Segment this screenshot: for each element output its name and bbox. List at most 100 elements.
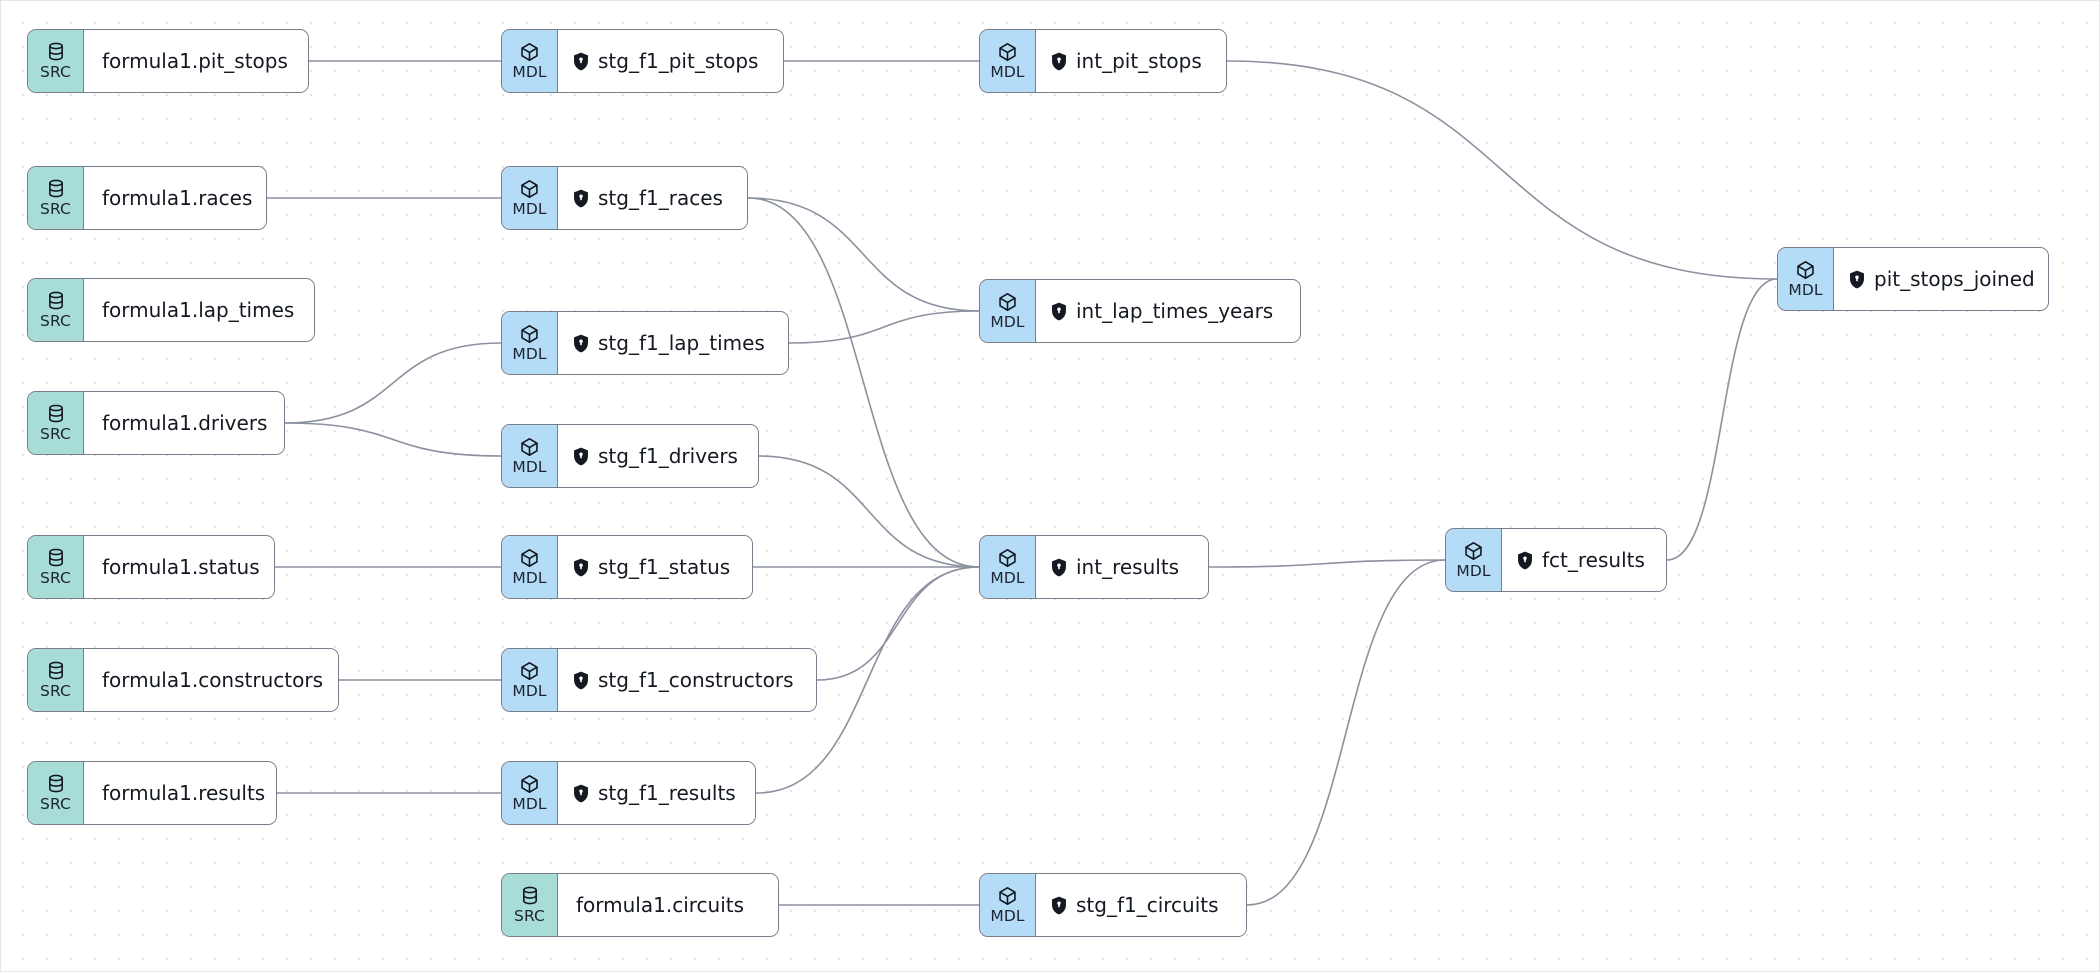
- graph-node-src_pit_stops[interactable]: SRC formula1.pit_stops: [27, 29, 309, 93]
- node-label: stg_f1_races: [598, 186, 723, 210]
- node-type-badge-mdl: MDL: [502, 536, 558, 598]
- cube-icon: [519, 660, 540, 682]
- node-type-badge-mdl: MDL: [980, 30, 1036, 92]
- graph-node-stg_races[interactable]: MDL stg_f1_races: [501, 166, 748, 230]
- graph-node-src_circuits[interactable]: SRC formula1.circuits: [501, 873, 779, 937]
- cube-icon: [519, 773, 540, 795]
- graph-node-int_pit_stops[interactable]: MDL int_pit_stops: [979, 29, 1227, 93]
- node-type-badge-src: SRC: [28, 536, 84, 598]
- node-label: pit_stops_joined: [1874, 267, 2035, 291]
- graph-node-pit_stops_joined[interactable]: MDL pit_stops_joined: [1777, 247, 2049, 311]
- graph-node-src_drivers[interactable]: SRC formula1.drivers: [27, 391, 285, 455]
- node-body: formula1.lap_times: [84, 279, 314, 341]
- node-type-badge-mdl: MDL: [502, 167, 558, 229]
- node-type-label: MDL: [990, 569, 1025, 588]
- graph-node-src_status[interactable]: SRC formula1.status: [27, 535, 275, 599]
- shield-icon: [573, 52, 589, 71]
- shield-icon: [573, 671, 589, 690]
- node-body: int_results: [1036, 536, 1208, 598]
- database-icon: [46, 547, 66, 569]
- shield-icon: [1849, 270, 1865, 289]
- node-type-label: SRC: [40, 200, 71, 219]
- node-type-badge-mdl: MDL: [502, 649, 558, 711]
- shield-icon: [573, 784, 589, 803]
- node-body: formula1.pit_stops: [84, 30, 308, 92]
- node-type-badge-mdl: MDL: [502, 425, 558, 487]
- node-type-label: MDL: [512, 569, 547, 588]
- cube-icon: [997, 291, 1018, 313]
- node-type-badge-src: SRC: [28, 392, 84, 454]
- node-label: stg_f1_drivers: [598, 444, 738, 468]
- node-body: int_pit_stops: [1036, 30, 1226, 92]
- node-body: pit_stops_joined: [1834, 248, 2048, 310]
- database-icon: [520, 885, 540, 907]
- node-body: formula1.races: [84, 167, 266, 229]
- node-type-badge-mdl: MDL: [1778, 248, 1834, 310]
- shield-icon: [1051, 558, 1067, 577]
- lineage-edge-stg_lap_times-to-int_lap_times_years: [788, 310, 980, 344]
- node-label: fct_results: [1542, 548, 1645, 572]
- node-type-label: MDL: [990, 63, 1025, 82]
- node-type-label: SRC: [40, 569, 71, 588]
- node-body: stg_f1_pit_stops: [558, 30, 783, 92]
- shield-icon: [1051, 302, 1067, 321]
- node-body: formula1.circuits: [558, 874, 778, 936]
- node-label: formula1.status: [102, 555, 260, 579]
- node-label: formula1.drivers: [102, 411, 268, 435]
- database-icon: [46, 403, 66, 425]
- node-type-badge-src: SRC: [28, 762, 84, 824]
- lineage-edge-stg_races-to-int_lap_times_years: [747, 197, 980, 312]
- graph-node-src_lap_times[interactable]: SRC formula1.lap_times: [27, 278, 315, 342]
- node-type-label: MDL: [512, 200, 547, 219]
- cube-icon: [519, 436, 540, 458]
- shield-icon: [573, 189, 589, 208]
- node-label: formula1.lap_times: [102, 298, 295, 322]
- node-type-badge-mdl: MDL: [502, 762, 558, 824]
- graph-node-stg_status[interactable]: MDL stg_f1_status: [501, 535, 753, 599]
- node-type-label: SRC: [40, 795, 71, 814]
- node-body: formula1.drivers: [84, 392, 284, 454]
- node-type-badge-src: SRC: [28, 167, 84, 229]
- graph-node-src_races[interactable]: SRC formula1.races: [27, 166, 267, 230]
- database-icon: [46, 660, 66, 682]
- node-label: int_pit_stops: [1076, 49, 1202, 73]
- node-type-badge-mdl: MDL: [502, 30, 558, 92]
- node-type-badge-src: SRC: [28, 279, 84, 341]
- node-type-label: SRC: [40, 312, 71, 331]
- node-type-label: SRC: [40, 63, 71, 82]
- shield-icon: [1517, 551, 1533, 570]
- node-label: formula1.pit_stops: [102, 49, 288, 73]
- cube-icon: [997, 41, 1018, 63]
- node-label: stg_f1_results: [598, 781, 736, 805]
- node-body: stg_f1_lap_times: [558, 312, 788, 374]
- node-body: fct_results: [1502, 529, 1666, 591]
- cube-icon: [997, 885, 1018, 907]
- node-body: stg_f1_status: [558, 536, 752, 598]
- node-type-label: SRC: [514, 907, 545, 926]
- node-label: int_lap_times_years: [1076, 299, 1274, 323]
- graph-node-int_results[interactable]: MDL int_results: [979, 535, 1209, 599]
- shield-icon: [573, 558, 589, 577]
- database-icon: [46, 178, 66, 200]
- lineage-edge-int_results-to-fct_results: [1208, 559, 1446, 568]
- shield-icon: [573, 334, 589, 353]
- database-icon: [46, 290, 66, 312]
- lineage-edge-stg_drivers-to-int_results: [758, 455, 980, 568]
- node-label: stg_f1_status: [598, 555, 731, 579]
- lineage-edge-int_pit_stops-to-pit_stops_joined: [1226, 60, 1778, 280]
- graph-node-stg_drivers[interactable]: MDL stg_f1_drivers: [501, 424, 759, 488]
- graph-node-stg_constructors[interactable]: MDL stg_f1_constructors: [501, 648, 817, 712]
- graph-node-stg_results[interactable]: MDL stg_f1_results: [501, 761, 756, 825]
- node-label: stg_f1_constructors: [598, 668, 794, 692]
- node-label: formula1.races: [102, 186, 253, 210]
- lineage-edge-stg_races-to-int_results: [747, 197, 980, 568]
